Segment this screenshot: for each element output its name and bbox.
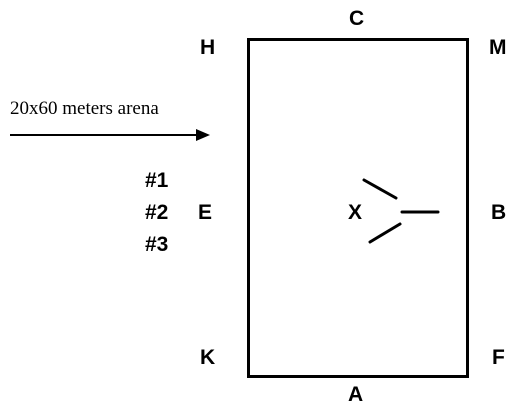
letter-h: H — [200, 36, 216, 59]
letter-b: B — [491, 201, 507, 224]
letter-c: C — [349, 7, 365, 30]
letter-x: X — [348, 201, 363, 224]
entry-2: #2 — [145, 201, 169, 224]
arena-rectangle — [247, 38, 469, 378]
letter-k: K — [200, 346, 216, 369]
arena-caption: 20x60 meters arena — [10, 98, 159, 119]
letter-a: A — [348, 383, 364, 406]
letter-e: E — [198, 201, 213, 224]
arrow-icon — [10, 129, 210, 141]
letter-f: F — [492, 346, 505, 369]
center-marker-icon — [362, 178, 440, 244]
letter-m: M — [489, 36, 507, 59]
entry-3: #3 — [145, 233, 169, 256]
entry-1: #1 — [145, 169, 169, 192]
